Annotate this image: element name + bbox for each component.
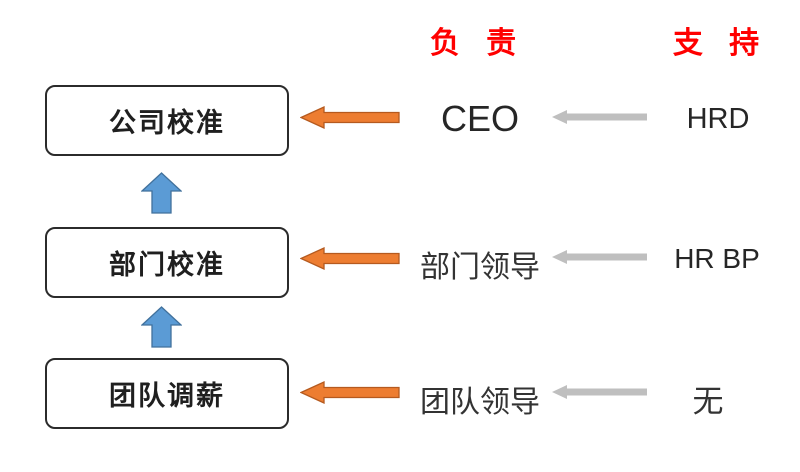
support-column-header: 支 持 [672,27,769,60]
stage-box-team-salary-adjustment: 团队调薪 [45,358,289,429]
orange-left-arrow-icon [300,381,400,404]
stage-box-company-calibration: 公司校准 [45,85,289,156]
responsible-role-team-leader: 团队领导 [420,386,540,419]
responsible-role-ceo: CEO [440,98,519,139]
support-role-hrbp: HR BP [674,243,760,274]
support-role-none: 无 [692,384,724,419]
gray-left-arrow-icon [552,385,647,399]
stage-label: 部门校准 [109,250,225,280]
responsible-column-header: 负 责 [429,27,526,60]
support-role-hrd: HRD [686,103,750,135]
orange-left-arrow-icon [300,247,400,270]
responsible-role-department-leader: 部门领导 [420,251,540,284]
gray-left-arrow-icon [552,110,647,124]
orange-left-arrow-icon [300,106,400,129]
stage-label: 团队调薪 [109,381,225,411]
blue-up-arrow-icon [141,306,182,348]
gray-left-arrow-icon [552,250,647,264]
stage-box-department-calibration: 部门校准 [45,227,289,298]
blue-up-arrow-icon [141,172,182,214]
stage-label: 公司校准 [109,108,225,138]
